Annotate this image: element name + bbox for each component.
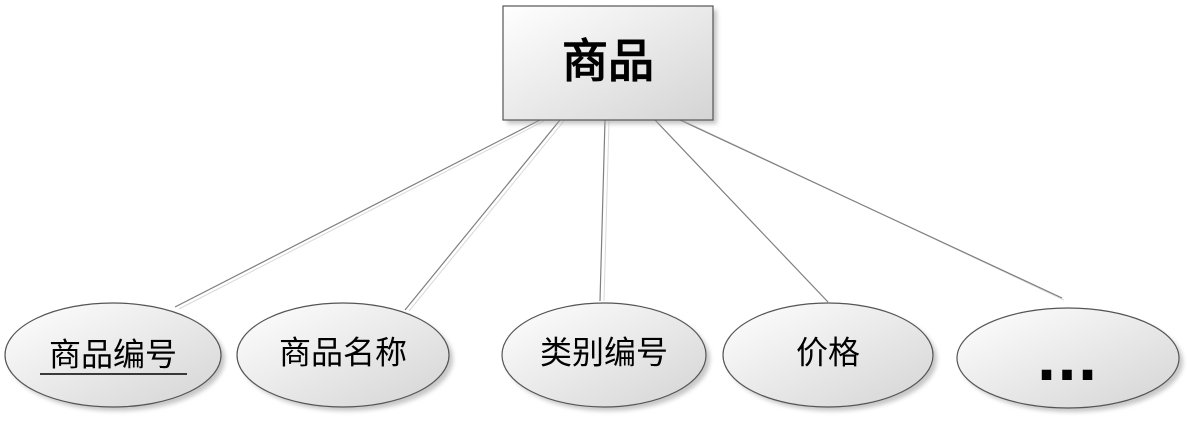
connector-faint-2 (408, 120, 565, 312)
attribute-label-5: ... (1036, 330, 1098, 393)
connector-faint-3 (603, 120, 610, 302)
attribute-shape-1 (4, 302, 222, 408)
attribute-ellipse-4[interactable]: 价格 (722, 302, 937, 411)
connector-entity-attr-5 (679, 119, 1063, 299)
connector-entity-attr-3 (599, 119, 606, 302)
attribute-ellipse-2[interactable]: 商品名称 (236, 302, 453, 411)
entity-rect (502, 5, 714, 121)
attribute-ellipse-1[interactable]: 商品编号 (4, 302, 225, 411)
attribute-ellipse-3[interactable]: 类别编号 (501, 302, 710, 411)
entity-box[interactable]: 商品 (502, 5, 717, 124)
attribute-label-4: 价格 (796, 334, 860, 372)
attribute-label-3: 类别编号 (540, 334, 668, 372)
attribute-shape-3 (501, 302, 707, 408)
entity-label: 商品 (562, 34, 654, 88)
attribute-label-2: 商品名称 (279, 334, 407, 372)
connector-group (174, 119, 1065, 312)
attribute-shape-4 (722, 302, 934, 408)
attribute-label-1: 商品编号 (49, 336, 177, 374)
attribute-ellipse-5[interactable]: ... (956, 307, 1183, 412)
connector-entity-attr-4 (654, 119, 829, 303)
connector-entity-attr-2 (404, 119, 561, 311)
connector-faint-1 (178, 120, 545, 310)
attribute-shape-5 (956, 307, 1180, 409)
attribute-shape-2 (236, 302, 450, 408)
connector-entity-attr-1 (174, 119, 541, 308)
